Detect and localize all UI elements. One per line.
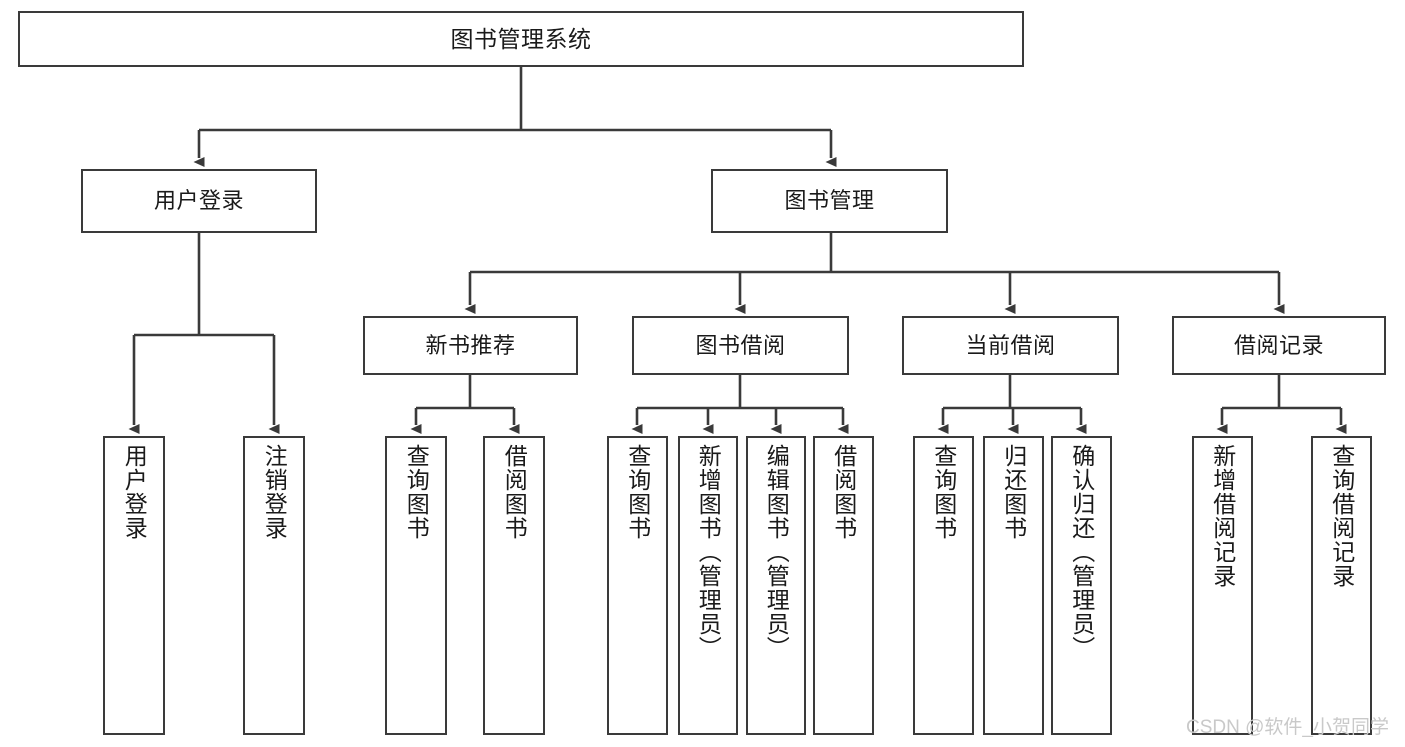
node-label: 编辑图书（管理员） [763,444,790,660]
node-label: 图书借阅 [695,332,786,358]
node-label: 借阅图书 [501,444,528,540]
node-label: 查询图书 [930,444,957,540]
node-leaf-query-book-3[interactable]: 查询图书 [913,436,974,735]
node-borrow-record[interactable]: 借阅记录 [1172,316,1386,375]
node-leaf-return-book[interactable]: 归还图书 [983,436,1044,735]
node-leaf-user-login[interactable]: 用户登录 [103,436,165,735]
node-book-manage[interactable]: 图书管理 [711,169,948,233]
node-leaf-borrow-book-1[interactable]: 借阅图书 [483,436,545,735]
node-label: 用户登录 [153,188,244,213]
node-book-borrow[interactable]: 图书借阅 [632,316,849,375]
node-leaf-edit-book[interactable]: 编辑图书（管理员） [746,436,806,735]
node-leaf-logout[interactable]: 注销登录 [243,436,305,735]
node-label: 归还图书 [1000,444,1027,540]
node-label: 查询借阅记录 [1328,444,1355,588]
node-label: 新书推荐 [425,332,516,358]
node-label: 确认归还（管理员） [1068,444,1095,660]
node-label: 查询图书 [624,444,651,540]
node-current-borrow[interactable]: 当前借阅 [902,316,1119,375]
node-leaf-confirm-return[interactable]: 确认归还（管理员） [1051,436,1112,735]
node-leaf-add-borrow-record[interactable]: 新增借阅记录 [1192,436,1253,735]
node-label: 新增借阅记录 [1209,444,1236,588]
node-label: 注销登录 [261,444,288,540]
node-new-book-recommend[interactable]: 新书推荐 [363,316,578,375]
node-label: 当前借阅 [965,332,1056,358]
csdn-watermark: CSDN @软件_小贺同学 [1186,717,1389,738]
node-label: 新增图书（管理员） [695,444,722,660]
node-label: 图书管理 [784,188,875,213]
node-user-login[interactable]: 用户登录 [81,169,317,233]
node-label: 借阅图书 [830,444,857,540]
node-leaf-query-book-2[interactable]: 查询图书 [607,436,668,735]
node-leaf-borrow-book-2[interactable]: 借阅图书 [813,436,874,735]
node-label: 借阅记录 [1233,332,1324,358]
node-label: 查询图书 [403,444,430,540]
node-label: 用户登录 [121,444,148,540]
node-leaf-query-borrow-record[interactable]: 查询借阅记录 [1311,436,1372,735]
node-leaf-query-book-1[interactable]: 查询图书 [385,436,447,735]
node-root-system[interactable]: 图书管理系统 [18,11,1024,67]
node-leaf-add-book[interactable]: 新增图书（管理员） [678,436,738,735]
node-label: 图书管理系统 [450,25,592,52]
